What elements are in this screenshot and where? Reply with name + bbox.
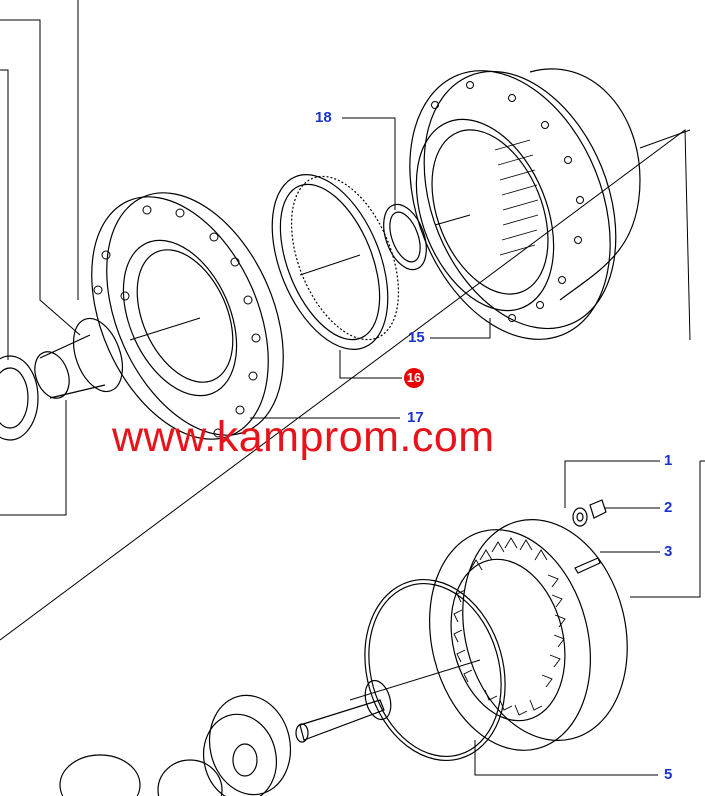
callout-3: 3 xyxy=(664,543,673,560)
callout-16-highlighted: 16 xyxy=(404,368,424,388)
watermark-text: www.kamprom.com xyxy=(112,413,495,461)
lower-pinion-shaft xyxy=(295,659,481,743)
ring-gear-teeth xyxy=(453,537,566,716)
part-2-plug xyxy=(572,499,607,527)
callout-2: 2 xyxy=(664,499,673,516)
part-17-flange xyxy=(91,192,400,440)
callout-18: 18 xyxy=(315,109,332,126)
housing-bolt-holes xyxy=(431,81,584,322)
callout-17: 17 xyxy=(407,409,424,426)
part-15-housing xyxy=(409,68,641,340)
callout-1: 1 xyxy=(664,452,673,469)
callout-15: 15 xyxy=(408,329,425,346)
part-5-o-ring xyxy=(364,578,506,762)
part-1-ring-gear xyxy=(429,519,628,751)
upper-assembly-bracket xyxy=(0,0,691,641)
part-18-seal-ring xyxy=(342,117,427,271)
callout-5: 5 xyxy=(664,766,673,783)
pinion-shaft-upper xyxy=(0,317,124,441)
planet-gear-lower xyxy=(59,694,292,796)
housing-gear-teeth xyxy=(494,139,539,256)
part-16-bearing xyxy=(271,174,402,379)
flange-bolt-holes xyxy=(93,205,261,438)
part-3-bolt xyxy=(574,557,601,574)
